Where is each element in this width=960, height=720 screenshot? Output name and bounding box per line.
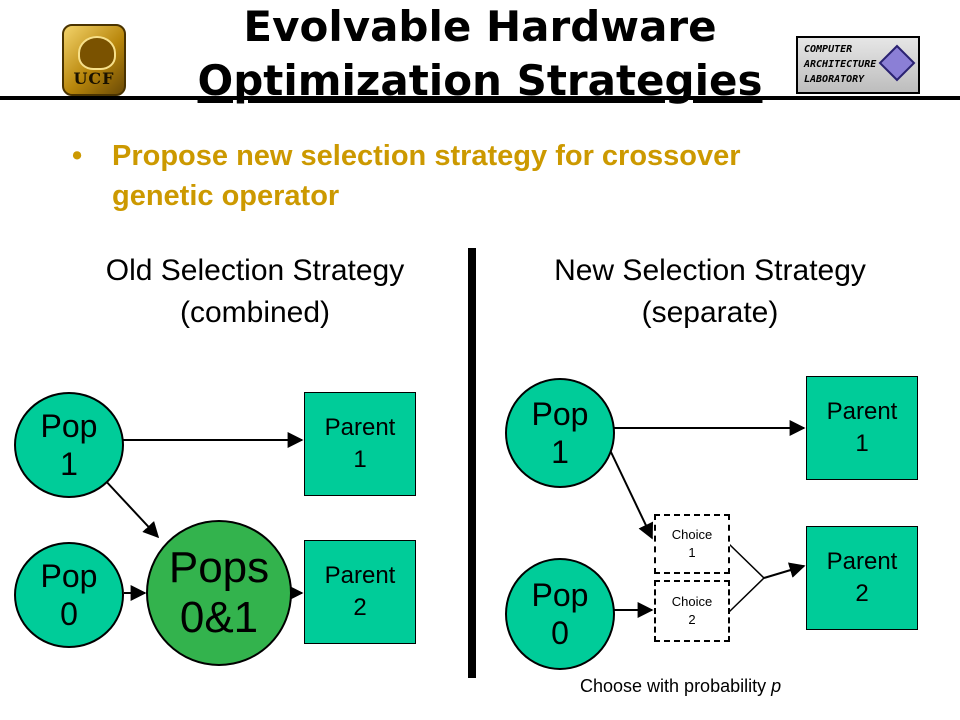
bullet-marker: • xyxy=(72,140,83,172)
arrow-pop1-pops01 xyxy=(102,477,160,539)
header-rule xyxy=(0,96,960,100)
new-pop1-node: Pop 1 xyxy=(505,378,615,488)
old-strategy-heading: Old Selection Strategy (combined) xyxy=(105,254,405,329)
old-parent1-node: Parent 1 xyxy=(304,392,416,496)
choice2-box: Choice 2 xyxy=(654,580,730,642)
bullet-text: Propose new selection strategy for cross… xyxy=(112,140,741,212)
new-parent2-node: Parent 2 xyxy=(806,526,918,630)
arrow-pop1-choice1 xyxy=(609,449,654,540)
probability-variable: p xyxy=(771,676,782,696)
choice1-box: Choice 1 xyxy=(654,514,730,574)
old-pop0-node: Pop 0 xyxy=(14,542,124,648)
old-parent2-node: Parent 2 xyxy=(304,540,416,644)
new-parent1-node: Parent 1 xyxy=(806,376,918,480)
cal-logo: COMPUTER ARCHITECTURE LABORATORY xyxy=(796,36,920,94)
probability-note: Choose with probability p xyxy=(580,676,781,697)
old-pop1-node: Pop 1 xyxy=(14,392,124,498)
page-title-line1: Evolvable Hardware xyxy=(243,2,717,51)
pops01-node: Pops 0&1 xyxy=(146,520,292,666)
ucf-logo-text: UCF xyxy=(73,69,115,88)
pegasus-icon xyxy=(78,36,116,70)
new-pop0-node: Pop 0 xyxy=(505,558,615,670)
probability-note-text: Choose with probability xyxy=(580,676,772,696)
section-divider xyxy=(468,248,476,678)
cal-logo-text: COMPUTER ARCHITECTURE LABORATORY xyxy=(804,44,877,85)
arrow-join-parent2 xyxy=(763,562,806,579)
join-choice2 xyxy=(728,577,765,613)
new-strategy-heading: New Selection Strategy (separate) xyxy=(554,254,866,329)
join-choice1 xyxy=(728,543,765,579)
ucf-logo: UCF xyxy=(62,24,126,96)
